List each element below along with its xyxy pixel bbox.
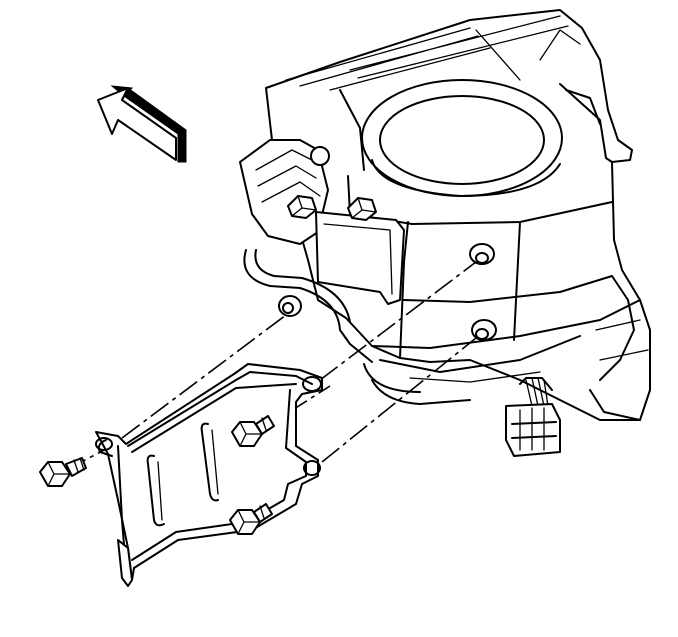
mounting-stud-icon xyxy=(278,295,302,317)
mounting-stud-icon xyxy=(471,319,497,341)
mounting-bolts xyxy=(39,415,275,535)
hex-bolt-icon xyxy=(287,195,317,219)
mounting-stud-icon xyxy=(469,243,495,265)
hex-bolt-icon xyxy=(39,457,87,487)
hex-bolt-icon xyxy=(347,197,377,221)
access-cover-plate-icon xyxy=(95,363,323,587)
front-direction-arrow-icon xyxy=(97,85,187,163)
blower-motor-housing xyxy=(239,9,651,421)
electrical-connector-icon xyxy=(505,377,561,457)
hex-bolt-icon xyxy=(231,415,275,447)
hex-bolt-icon xyxy=(229,503,273,535)
